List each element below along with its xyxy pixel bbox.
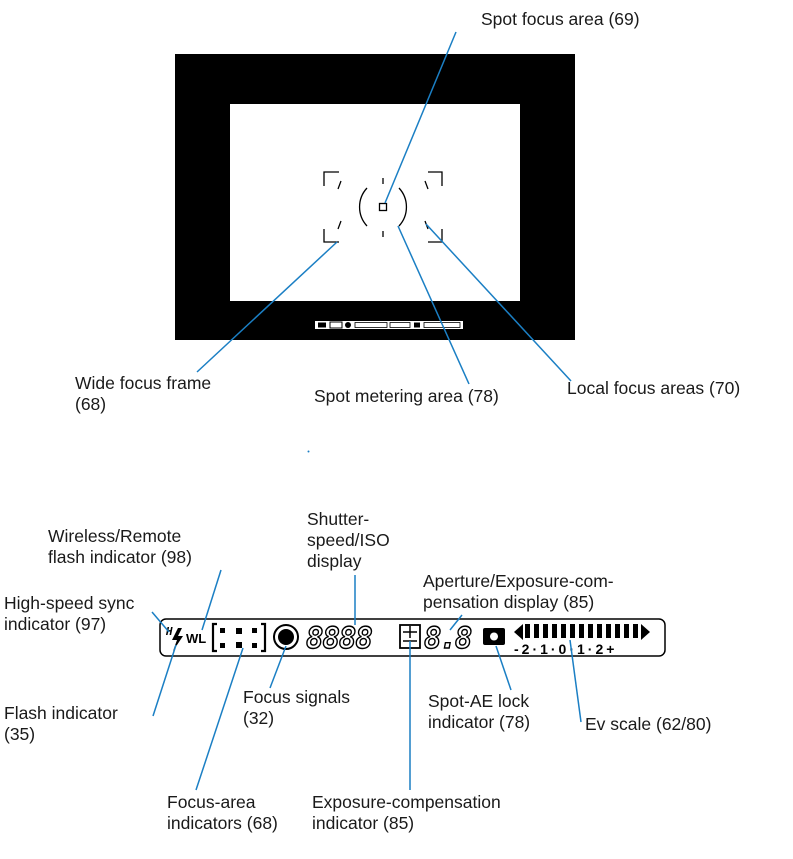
ev-scale-numbers: -2·1·0·1·2+ — [514, 641, 617, 657]
leader-flash-indicator — [152, 644, 177, 717]
label-spot-focus-area: Spot focus area (69) — [481, 9, 640, 29]
ev-scale: -2·1·0·1·2+ — [514, 624, 650, 657]
lcd-display: H WL 8888 8.8 — [159, 618, 666, 657]
label-shutter-line2: speed/ISO — [307, 530, 390, 550]
label-wide-focus-frame-line1: Wide focus frame — [75, 373, 211, 393]
label-aperture-line2: pensation display (85) — [423, 592, 594, 612]
flash-bolt-icon — [172, 628, 183, 651]
label-focus-signals: Focus signals (32) — [243, 687, 355, 728]
leader-wide-focus-frame — [196, 241, 338, 373]
focus-signal-icon — [273, 624, 299, 650]
label-wide-focus-frame: Wide focus frame (68) — [75, 373, 216, 414]
viewfinder — [175, 54, 575, 340]
leader-aperture-exposure-comp — [449, 614, 463, 631]
ev-arrow-left-icon — [514, 624, 523, 640]
label-hss-line1: High-speed sync — [4, 593, 135, 613]
label-focus-signals-line1: Focus signals — [243, 687, 350, 707]
focus-area-indicator-icon — [211, 622, 267, 653]
label-shutter-line3: display — [307, 551, 362, 571]
spot-ae-lock-icon — [483, 628, 505, 645]
stray-dot — [307, 450, 310, 453]
label-ev-scale: Ev scale (62/80) — [585, 714, 711, 734]
mini-display-strip — [315, 321, 463, 329]
viewfinder-image-area — [230, 104, 520, 301]
label-shutter-speed-iso: Shutter- speed/ISO display — [307, 509, 395, 571]
label-flash-line1: Flash indicator — [4, 703, 118, 723]
label-exposure-comp-line2: indicator (85) — [312, 813, 414, 833]
leader-high-speed-sync — [151, 611, 170, 633]
local-focus-areas — [337, 178, 429, 237]
label-aperture-exposure-comp: Aperture/Exposure-com- pensation display… — [423, 571, 619, 612]
label-wireless-remote-flash: Wireless/Remote flash indicator (98) — [48, 526, 192, 567]
leader-focus-signals — [269, 645, 287, 689]
label-spot-metering-area: Spot metering area (78) — [314, 386, 499, 406]
label-spot-ae-line2: indicator (78) — [428, 712, 530, 732]
label-focus-signals-line2: (32) — [243, 708, 274, 728]
label-spot-ae-line1: Spot-AE lock — [428, 691, 529, 711]
aperture-digits: 8.8 — [424, 621, 472, 655]
label-exposure-comp-indicator: Exposure-compensation indicator (85) — [312, 792, 506, 833]
wireless-wl-mark: WL — [186, 631, 206, 646]
spot-metering-area — [358, 187, 408, 227]
label-high-speed-sync: High-speed sync indicator (97) — [4, 593, 139, 634]
spot-focus-area — [378, 202, 388, 212]
ev-arrow-right-icon — [641, 624, 650, 640]
label-spot-ae-lock: Spot-AE lock indicator (78) — [428, 691, 534, 732]
label-focus-area-indicators: Focus-area indicators (68) — [167, 792, 278, 833]
leader-ev-scale — [569, 639, 582, 723]
leader-spot-focus-area — [384, 31, 457, 204]
ev-bars — [525, 624, 638, 638]
leader-focus-area-indicators — [195, 647, 244, 791]
leader-local-focus-areas — [425, 223, 572, 382]
shutter-speed-digits: 8888 — [306, 621, 372, 655]
label-flash-indicator: Flash indicator (35) — [4, 703, 123, 744]
label-wireless-line2: flash indicator (98) — [48, 547, 192, 567]
label-local-focus-areas: Local focus areas (70) — [567, 378, 740, 398]
label-wide-focus-frame-line2: (68) — [75, 394, 106, 414]
leader-spot-ae-lock — [495, 645, 512, 691]
label-focus-area-line2: indicators (68) — [167, 813, 278, 833]
leader-wireless-remote-flash — [201, 569, 222, 631]
label-aperture-line1: Aperture/Exposure-com- — [423, 571, 614, 591]
label-hss-line2: indicator (97) — [4, 614, 106, 634]
label-flash-line2: (35) — [4, 724, 35, 744]
label-focus-area-line1: Focus-area — [167, 792, 256, 812]
leader-spot-metering-area — [397, 225, 470, 385]
label-shutter-line1: Shutter- — [307, 509, 369, 529]
label-wireless-line1: Wireless/Remote — [48, 526, 181, 546]
label-exposure-comp-line1: Exposure-compensation — [312, 792, 501, 812]
